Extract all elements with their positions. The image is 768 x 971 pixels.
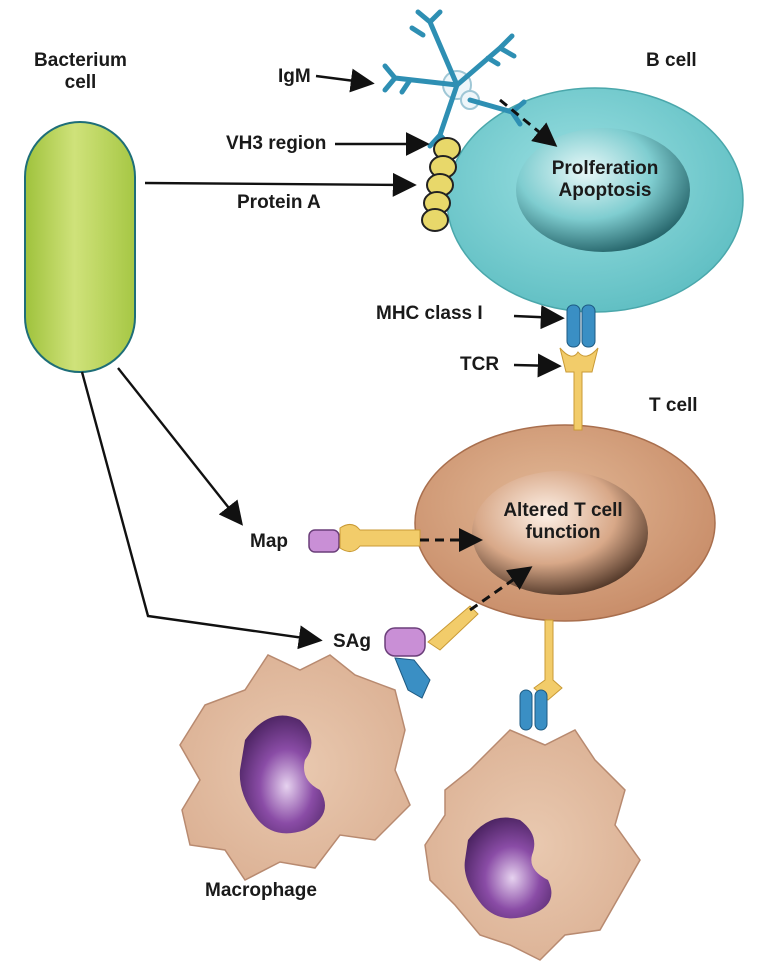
solid-arrows	[80, 68, 565, 650]
label-function: function	[525, 521, 601, 543]
label-b-cell: B cell	[646, 50, 697, 71]
mhc-tcr-complex	[559, 304, 599, 431]
protein-a-beads	[421, 137, 461, 232]
label-map: Map	[250, 531, 288, 552]
label-igm: IgM	[278, 66, 311, 87]
label-b-nucleus: Prolferation Apoptosis	[540, 158, 670, 202]
bacterium-cell	[24, 121, 136, 373]
label-t-nucleus: Altered T cell function	[490, 500, 636, 544]
label-bacterium: Bacterium cell	[18, 50, 143, 94]
macrophage-left-nucleus	[239, 715, 325, 834]
label-t-cell: T cell	[649, 395, 698, 416]
arrow-protein-a	[144, 172, 417, 197]
dashed-arrow-igm-nucleus	[499, 98, 558, 147]
t-cell-nucleus	[472, 471, 648, 595]
macrophage-right-nucleus	[464, 817, 552, 919]
label-protein-a: Protein A	[237, 192, 321, 213]
map-receptor	[308, 524, 421, 553]
dashed-arrow-sag-nucleus	[469, 566, 533, 612]
label-sag: SAg	[333, 631, 371, 652]
arrow-mhc	[513, 305, 565, 330]
label-bacterium-line1: Bacterium	[34, 50, 127, 71]
label-bacterium-line2: cell	[64, 71, 97, 93]
tcr-mhc-lower	[519, 619, 563, 731]
label-vh3-region: VH3 region	[226, 133, 327, 154]
dashed-arrows	[420, 98, 558, 612]
label-apoptosis: Apoptosis	[558, 179, 652, 201]
label-mhc-class-i: MHC class I	[376, 303, 483, 324]
label-proliferation: Prolferation	[551, 158, 659, 179]
arrow-sag	[80, 371, 323, 650]
arrow-igm	[315, 68, 375, 93]
arrow-tcr	[513, 353, 562, 378]
label-altered-t-cell: Altered T cell	[503, 500, 623, 521]
label-macrophage: Macrophage	[205, 880, 317, 901]
sag-complex	[384, 605, 479, 699]
arrow-map	[117, 367, 243, 526]
label-tcr: TCR	[460, 354, 500, 375]
b-cell-nucleus	[516, 128, 690, 252]
igm-antibody	[382, 9, 527, 149]
